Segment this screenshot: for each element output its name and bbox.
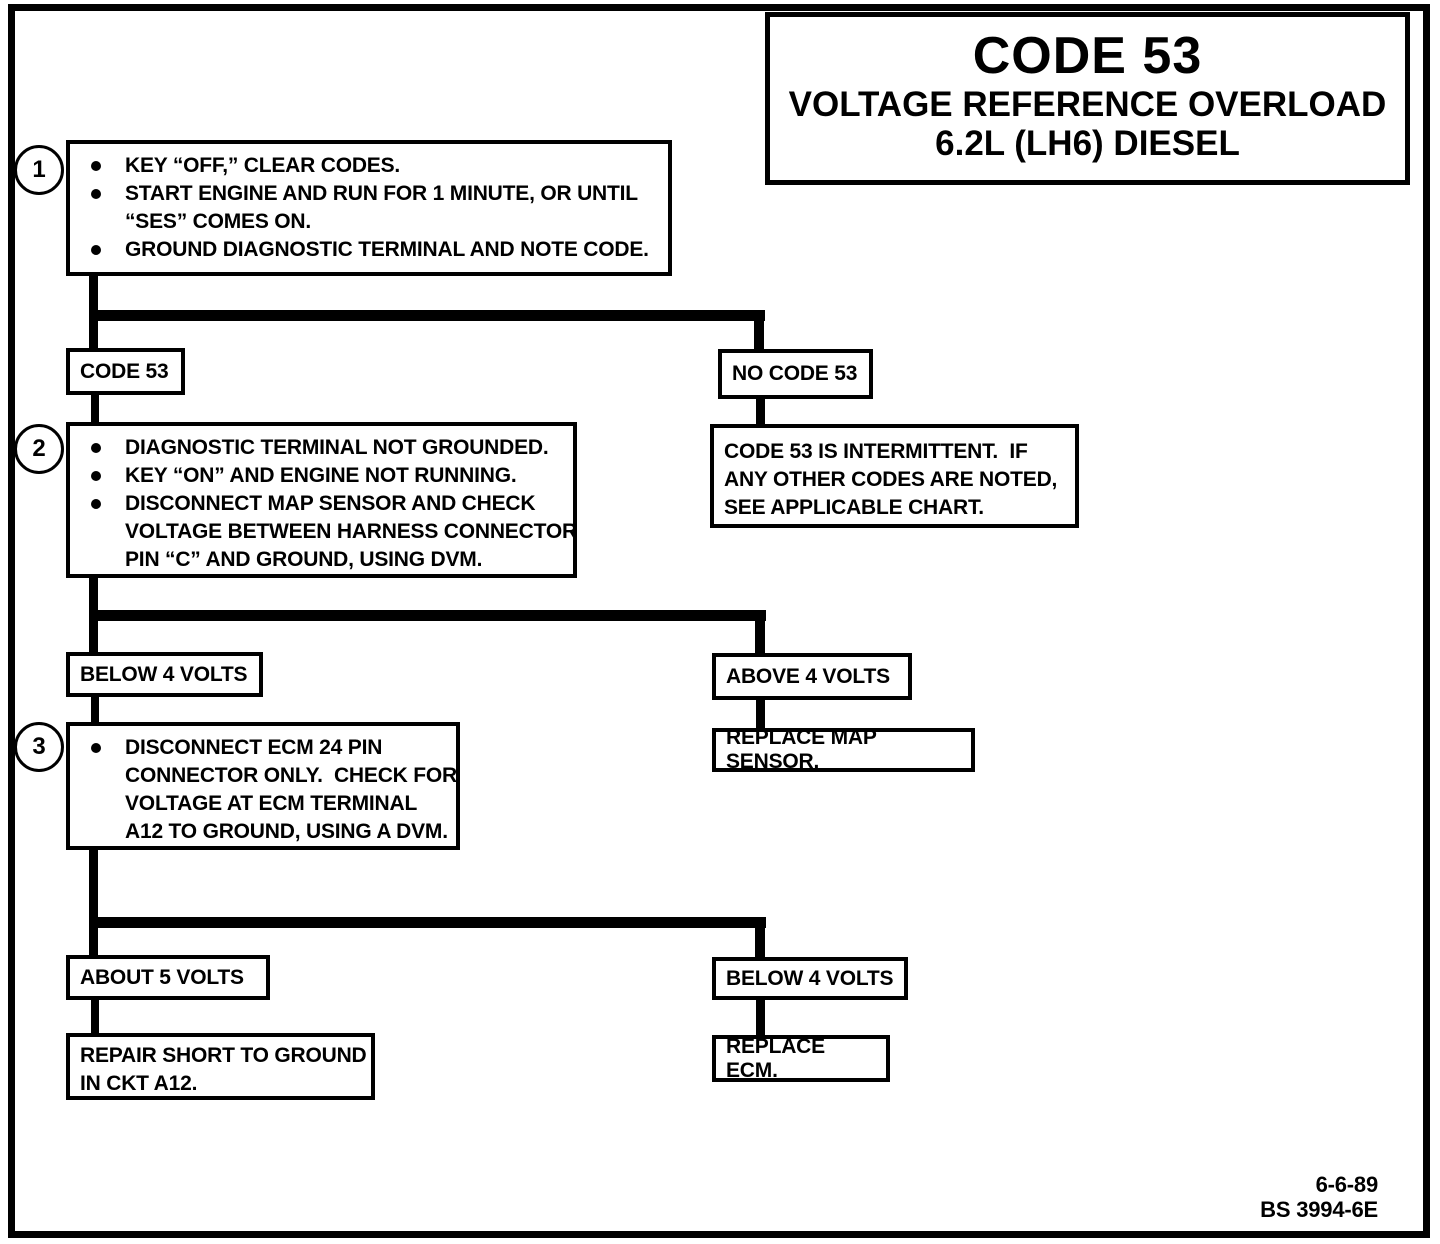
connector-line: [756, 698, 765, 730]
branch-label-text: CODE 53: [80, 359, 169, 383]
connector-line: [89, 610, 766, 621]
branch-label-text: BELOW 4 VOLTS: [726, 966, 894, 990]
bullet-item: DISCONNECT MAP SENSOR AND CHECK VOLTAGE …: [78, 490, 577, 574]
result-replace-ecm-box: REPLACE ECM.: [712, 1035, 890, 1082]
bullet-item: DIAGNOSTIC TERMINAL NOT GROUNDED.: [78, 434, 565, 462]
branch-label-text: ABOVE 4 VOLTS: [726, 664, 890, 688]
branch-label-text: ABOUT 5 VOLTS: [80, 965, 244, 989]
bullet-icon: [91, 471, 101, 481]
connector-line: [754, 310, 764, 351]
branch-label-text: NO CODE 53: [732, 362, 858, 385]
result-line: IN CKT A12.: [80, 1072, 198, 1095]
result-text: REPLACE ECM.: [726, 1034, 825, 1082]
bullet-line: DISCONNECT MAP SENSOR AND CHECK: [125, 492, 536, 515]
bullet-item: GROUND DIAGNOSTIC TERMINAL AND NOTE CODE…: [78, 236, 660, 264]
footer-doc-id: BS 3994-6E: [1260, 1197, 1378, 1222]
bullet-line: START ENGINE AND RUN FOR 1 MINUTE, OR UN…: [125, 182, 638, 205]
connector-line: [91, 998, 99, 1035]
bullet-item: DISCONNECT ECM 24 PIN CONNECTOR ONLY. CH…: [78, 734, 457, 846]
page-title: CODE 53: [972, 27, 1203, 85]
connector-line: [755, 917, 765, 959]
connector-line: [91, 393, 99, 424]
branch-label-code-53: CODE 53: [66, 348, 185, 395]
bullet-line: VOLTAGE AT ECM TERMINAL: [125, 792, 418, 815]
bullet-icon: [91, 499, 101, 509]
result-line: SEE APPLICABLE CHART.: [724, 496, 984, 519]
step-number: 2: [32, 435, 46, 462]
title-subtitle-line1: VOLTAGE REFERENCE OVERLOAD: [788, 85, 1387, 124]
branch-label-below-4-volts-second: BELOW 4 VOLTS: [712, 957, 908, 1000]
step-1-number-badge: 1: [14, 145, 64, 195]
connector-line: [756, 397, 765, 426]
title-subtitle-line2: 6.2L (LH6) DIESEL: [935, 124, 1240, 163]
bullet-icon: [91, 245, 101, 255]
connector-line: [89, 917, 766, 928]
bullet-item: START ENGINE AND RUN FOR 1 MINUTE, OR UN…: [78, 180, 660, 236]
bullet-icon: [91, 161, 101, 171]
bullet-line: GROUND DIAGNOSTIC TERMINAL AND NOTE CODE…: [125, 238, 649, 261]
bullet-line: “SES” COMES ON.: [125, 210, 312, 233]
bullet-icon: [91, 189, 101, 199]
bullet-line: CONNECTOR ONLY. CHECK FOR: [125, 764, 457, 787]
step-1-instructions-box: KEY “OFF,” CLEAR CODES. START ENGINE AND…: [66, 140, 672, 276]
result-line: CODE 53 IS INTERMITTENT. IF: [724, 440, 1028, 463]
branch-label-text: BELOW 4 VOLTS: [80, 662, 248, 686]
bullet-line: DIAGNOSTIC TERMINAL NOT GROUNDED.: [125, 436, 549, 459]
bullet-line: VOLTAGE BETWEEN HARNESS CONNECTOR: [125, 520, 577, 543]
connector-line: [89, 848, 98, 957]
branch-label-below-4-volts-first: BELOW 4 VOLTS: [66, 652, 263, 697]
bullet-icon: [91, 443, 101, 453]
footer-date: 6-6-89: [1315, 1172, 1379, 1197]
branch-label-above-4-volts: ABOVE 4 VOLTS: [712, 653, 912, 700]
title-box: CODE 53 VOLTAGE REFERENCE OVERLOAD 6.2L …: [765, 12, 1410, 185]
bullet-line: KEY “ON” AND ENGINE NOT RUNNING.: [125, 464, 517, 487]
bullet-icon: [91, 743, 101, 753]
connector-line: [755, 610, 765, 655]
step-2-instructions-box: DIAGNOSTIC TERMINAL NOT GROUNDED. KEY “O…: [66, 422, 577, 578]
bullet-line: KEY “OFF,” CLEAR CODES.: [125, 154, 401, 177]
result-replace-map-sensor-box: REPLACE MAP SENSOR.: [712, 726, 975, 773]
branch-label-no-code-53: NO CODE 53: [718, 349, 873, 399]
step-3-number-badge: 3: [14, 722, 64, 772]
branch-label-about-5-volts: ABOUT 5 VOLTS: [66, 955, 270, 1000]
connector-line: [756, 998, 765, 1037]
step-2-number-badge: 2: [14, 424, 64, 474]
result-code-53-intermittent-box: CODE 53 IS INTERMITTENT. IF ANY OTHER CO…: [710, 424, 1079, 528]
bullet-line: DISCONNECT ECM 24 PIN: [125, 736, 383, 759]
connector-line: [91, 695, 99, 724]
connector-line: [89, 310, 765, 321]
result-repair-short-box: REPAIR SHORT TO GROUND IN CKT A12.: [66, 1033, 375, 1100]
step-3-instructions-box: DISCONNECT ECM 24 PIN CONNECTOR ONLY. CH…: [66, 722, 460, 850]
bullet-item: KEY “ON” AND ENGINE NOT RUNNING.: [78, 462, 565, 490]
result-line: REPAIR SHORT TO GROUND: [80, 1044, 367, 1067]
step-number: 3: [32, 733, 46, 760]
result-line: ANY OTHER CODES ARE NOTED,: [724, 468, 1058, 491]
result-text: REPLACE MAP SENSOR.: [726, 726, 877, 773]
bullet-line: A12 TO GROUND, USING A DVM.: [125, 820, 448, 843]
bullet-line: PIN “C” AND GROUND, USING DVM.: [125, 548, 483, 571]
step-number: 1: [32, 156, 46, 183]
page-footer: 6-6-89 BS 3994-6E: [1260, 1172, 1378, 1222]
bullet-item: KEY “OFF,” CLEAR CODES.: [78, 152, 660, 180]
